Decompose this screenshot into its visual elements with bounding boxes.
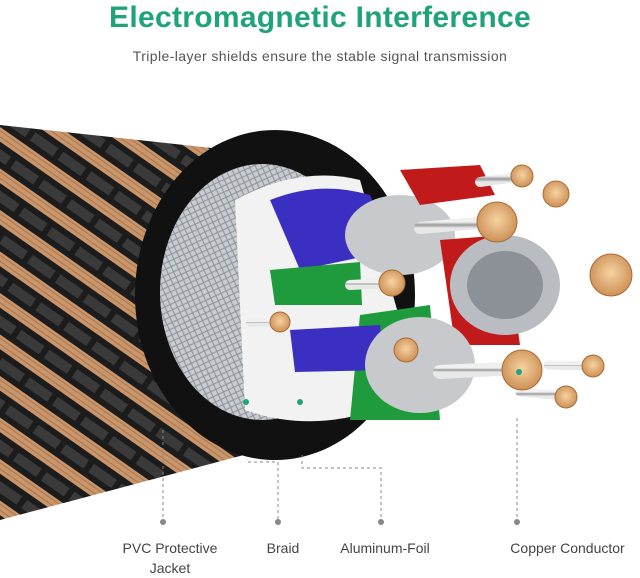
- copper-end: [476, 201, 518, 243]
- label-pvc-line2: Jacket: [149, 560, 191, 576]
- copper-end: [581, 354, 605, 378]
- green-wire-middle: [270, 262, 362, 305]
- copper-conductor-ends: [269, 164, 633, 409]
- label-pvc-jacket: PVC Protective Jacket: [110, 538, 230, 578]
- copper-end: [510, 164, 534, 188]
- copper-end: [589, 253, 633, 297]
- label-copper-conductor: Copper Conductor: [510, 540, 625, 556]
- copper-end: [393, 337, 419, 363]
- leader-lines: [162, 418, 518, 522]
- leader-line-dots: [160, 519, 520, 525]
- green-marker-dot: [516, 369, 522, 375]
- copper-end: [501, 349, 543, 391]
- label-braid: Braid: [266, 540, 300, 556]
- copper-end: [542, 180, 570, 208]
- page-title: Electromagnetic Interference: [109, 1, 531, 34]
- copper-end: [378, 269, 406, 297]
- page-subtitle: Triple-layer shields ensure the stable s…: [132, 48, 508, 64]
- label-pvc-line1: PVC Protective: [122, 540, 218, 556]
- red-wire: [400, 165, 495, 205]
- foil-wrap-bottom: [365, 317, 475, 413]
- green-marker-dot: [297, 399, 303, 405]
- foil-wrap-top: [345, 195, 455, 275]
- green-marker-dot: [243, 399, 249, 405]
- label-aluminum-foil: Aluminum-Foil: [340, 540, 430, 556]
- blue-wire-lower: [290, 325, 385, 372]
- copper-end: [269, 311, 291, 333]
- copper-end: [554, 385, 578, 409]
